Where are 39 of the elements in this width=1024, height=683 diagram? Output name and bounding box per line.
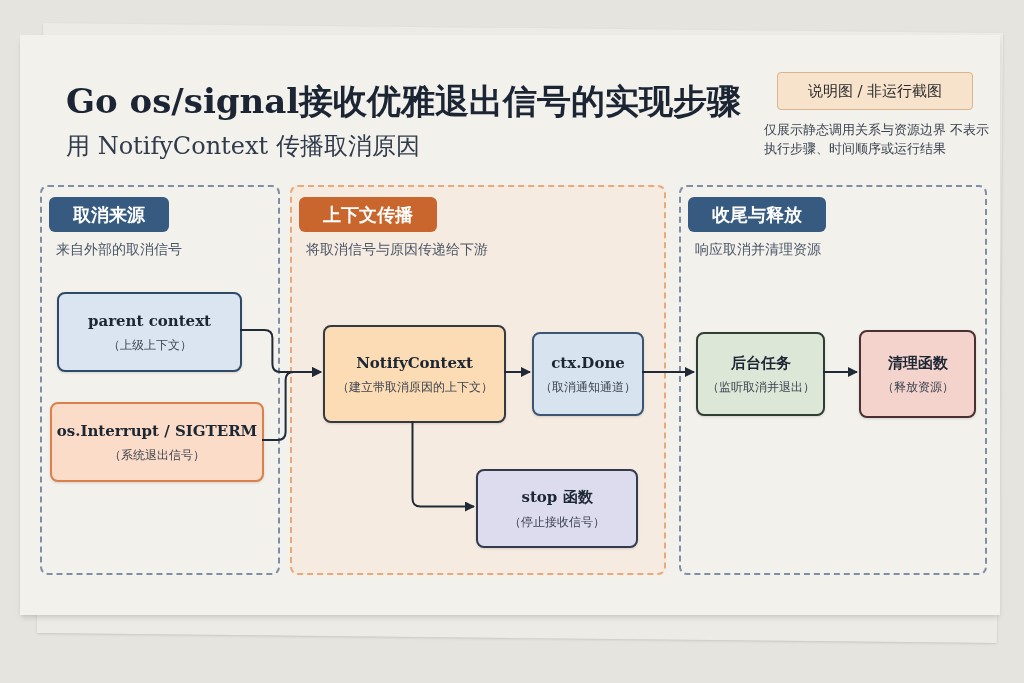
box-title: stop 函数	[521, 487, 593, 509]
section-heading: 取消来源	[49, 197, 169, 232]
note-badge: 说明图 / 非运行截图	[777, 72, 973, 110]
arrow	[641, 367, 695, 377]
process-box	[696, 332, 825, 416]
box-subtitle: （建立带取消原因的上下文）	[336, 379, 493, 397]
section-subtitle: 响应取消并清理资源	[695, 240, 821, 259]
subtitle: 用 NotifyContext 传播取消原因	[66, 131, 420, 162]
process-box	[476, 469, 638, 548]
arrow	[503, 367, 531, 377]
section-subtitle: 将取消信号与原因传递给下游	[306, 240, 488, 259]
box-subtitle: （上级上下文）	[107, 337, 192, 355]
section-panel	[290, 185, 666, 575]
box-subtitle: （系统退出信号）	[109, 447, 205, 465]
box-title: ctx.Done	[551, 352, 625, 374]
process-box	[532, 332, 644, 416]
note-text: 仅展示静态调用关系与资源边界 不表示执行步骤、时间顺序或运行结果	[764, 121, 990, 158]
box-subtitle: （释放资源）	[881, 379, 954, 397]
box-subtitle: （取消通知通道）	[540, 379, 636, 397]
box-subtitle: （监听取消并退出）	[706, 379, 815, 397]
box-title: os.Interrupt / SIGTERM	[56, 420, 258, 442]
section-panel	[40, 185, 280, 575]
title: Go os/signal接收优雅退出信号的实现步骤	[66, 80, 742, 123]
arrow	[411, 420, 475, 512]
process-box	[859, 330, 976, 418]
process-box	[323, 325, 506, 423]
arrow	[261, 367, 322, 441]
box-title: parent context	[87, 310, 212, 332]
box-title: 后台任务	[730, 352, 791, 374]
box-title: NotifyContext	[356, 352, 473, 374]
process-box	[50, 402, 264, 482]
section-panel	[679, 185, 987, 575]
section-subtitle: 来自外部的取消信号	[56, 240, 182, 259]
process-box	[57, 292, 242, 372]
box-subtitle: （停止接收信号）	[509, 513, 605, 531]
section-heading: 收尾与释放	[688, 197, 826, 232]
section-heading: 上下文传播	[299, 197, 437, 232]
arrow	[822, 367, 858, 377]
box-title: 清理函数	[887, 352, 948, 374]
